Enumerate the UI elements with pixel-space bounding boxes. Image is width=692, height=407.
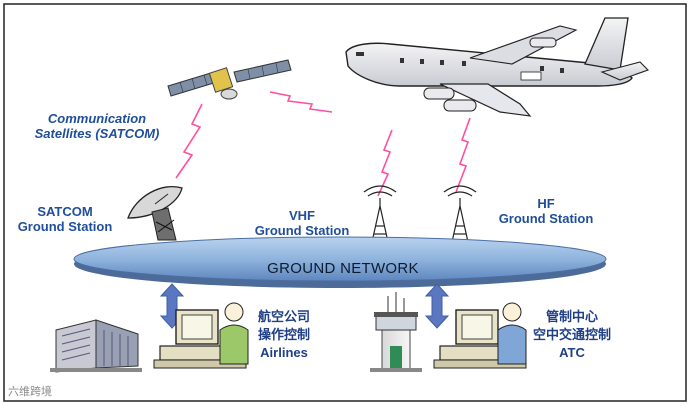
satcom-title-line1: Communication (47, 111, 147, 126)
atc-cn-line2: 空中交通控制 (532, 327, 611, 342)
watermark: 六维跨境 (8, 385, 52, 398)
operator-workstation-icon (153, 302, 249, 369)
lightning-link-icon (175, 91, 471, 197)
satcom-gs-line1: SATCOM (37, 204, 93, 219)
vhf-ground-station-label: VHF Ground Station (242, 208, 362, 238)
control-tower-icon (370, 292, 422, 372)
airlines-en: Airlines (260, 345, 308, 360)
vhf-gs-line2: Ground Station (254, 223, 350, 238)
atc-label: 管制中心 空中交通控制 ATC (520, 308, 624, 362)
double-arrow-icon (424, 283, 450, 329)
satcom-title-line2: Satellites (SATCOM) (34, 126, 160, 141)
radio-tower-icon (363, 185, 397, 243)
atc-cn-line1: 管制中心 (545, 309, 598, 324)
atc-en: ATC (559, 345, 585, 360)
satcom-gs-line2: Ground Station (17, 219, 113, 234)
airlines-label: 航空公司 操作控制 Airlines (248, 308, 320, 362)
vhf-gs-line1: VHF (289, 208, 315, 223)
satellite-icon (167, 59, 292, 100)
office-building-icon (50, 319, 142, 373)
satcom-ground-station-label: SATCOM Ground Station (10, 204, 120, 234)
hf-gs-line2: Ground Station (498, 211, 594, 226)
airlines-cn-line1: 航空公司 (257, 309, 310, 324)
dish-antenna-icon (127, 186, 183, 241)
hf-gs-line1: HF (537, 196, 555, 211)
airplane-icon (345, 17, 650, 117)
satcom-title: Communication Satellites (SATCOM) (12, 111, 182, 141)
hf-ground-station-label: HF Ground Station (486, 196, 606, 226)
ground-network (73, 236, 607, 282)
ground-network-label: GROUND NETWORK (267, 260, 419, 277)
airlines-cn-line2: 操作控制 (257, 327, 310, 342)
radio-tower-icon (443, 185, 477, 243)
operator-workstation-icon (433, 302, 527, 369)
